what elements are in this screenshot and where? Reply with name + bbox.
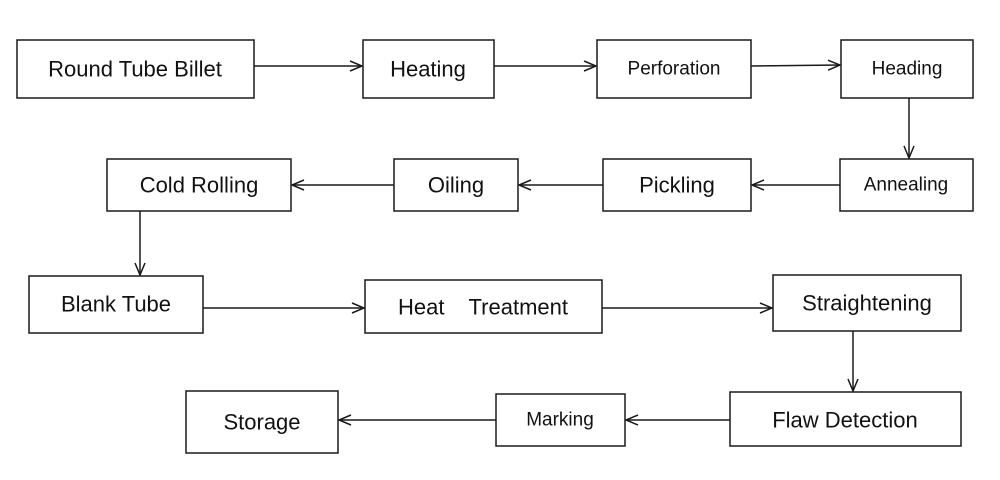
step-label: Flaw Detection <box>772 408 918 433</box>
step-flaw-detection: Flaw Detection <box>729 391 962 447</box>
step-label: Perforation <box>628 59 721 80</box>
step-perforation: Perforation <box>596 39 752 99</box>
step-heating: Heating <box>362 39 495 99</box>
step-label: Cold Rolling <box>140 173 259 198</box>
step-round-tube-billet: Round Tube Billet <box>16 39 255 99</box>
step-label: Heating <box>390 57 466 82</box>
arrow-perforation-to-heading <box>750 65 840 66</box>
step-label: Annealing <box>864 175 949 196</box>
step-heading: Heading <box>840 39 974 99</box>
step-label: Oiling <box>428 173 484 198</box>
step-label: Straightening <box>802 291 932 316</box>
step-straightening: Straightening <box>772 274 962 332</box>
step-label: Storage <box>223 410 300 435</box>
step-pickling: Pickling <box>602 158 752 212</box>
step-label: Blank Tube <box>61 292 171 317</box>
step-label: Pickling <box>639 173 715 198</box>
step-label: Marking <box>526 410 594 431</box>
step-label: Round Tube Billet <box>48 57 222 82</box>
step-storage: Storage <box>185 390 339 454</box>
step-marking: Marking <box>495 393 626 447</box>
step-label: Heading <box>872 59 943 80</box>
step-oiling: Oiling <box>393 158 519 212</box>
step-blank-tube: Blank Tube <box>28 275 204 334</box>
step-annealing: Annealing <box>839 158 974 212</box>
step-heat-treatment: Heat Treatment <box>364 279 603 334</box>
step-cold-rolling: Cold Rolling <box>106 158 292 212</box>
step-label: Heat Treatment <box>398 295 568 320</box>
